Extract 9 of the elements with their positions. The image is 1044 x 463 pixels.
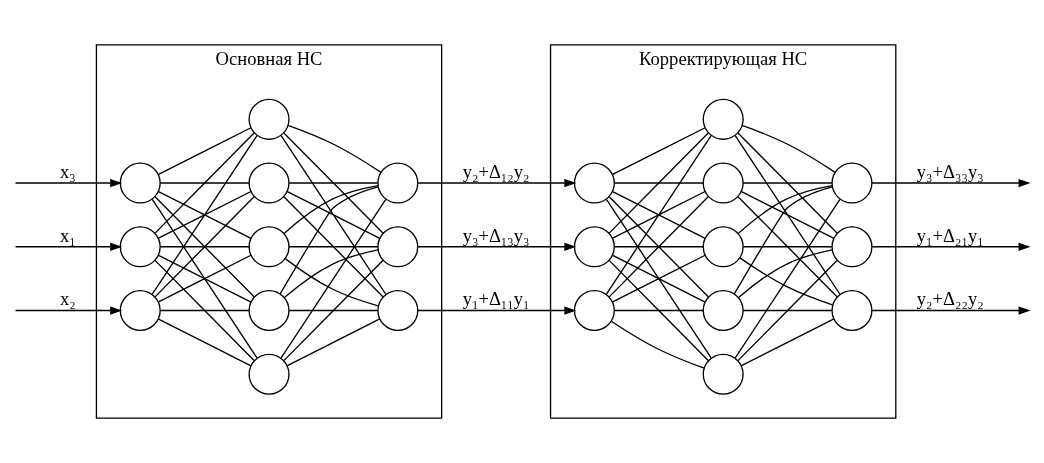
edge-label: x₃ — [59, 160, 76, 182]
edge-label: y₁+Δ₁₁y₁ — [462, 288, 530, 310]
edge-label: y₂+Δ₂₂y₂ — [916, 288, 984, 310]
edge-label: x₂ — [59, 288, 76, 310]
edge-label: y₁+Δ₂₁y₁ — [916, 224, 984, 246]
edge-label: x₁ — [59, 224, 76, 246]
edge-label: y₃+Δ₃₃y₃ — [916, 160, 984, 182]
edge-label: y₃+Δ₁₃y₃ — [462, 224, 530, 246]
edge-label: y₂+Δ₁₂y₂ — [462, 160, 530, 182]
